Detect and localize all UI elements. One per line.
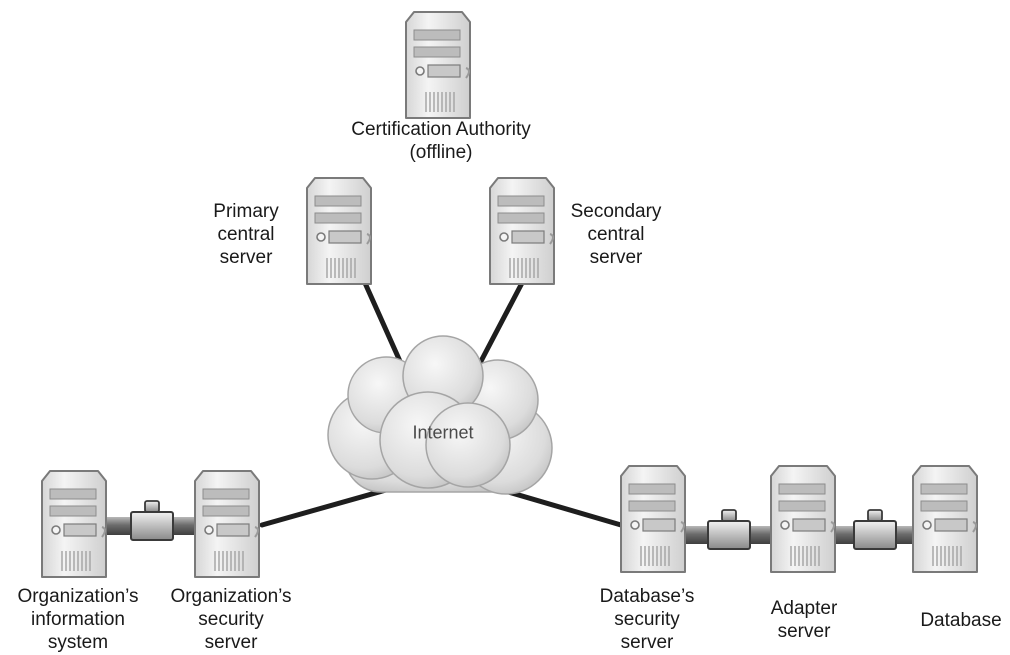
database-server-icon — [912, 465, 978, 573]
label-line: central — [217, 224, 275, 245]
adapter-server-icon — [770, 465, 836, 573]
adapter-server-label: Adapter server — [771, 597, 838, 643]
org-security-server-icon — [194, 470, 260, 578]
primary-central-server-label: Primary central server — [213, 200, 278, 269]
label-line: server — [620, 632, 674, 653]
ca-label: Certification Authority (offline) — [351, 118, 531, 164]
link-primary-internet — [362, 280, 406, 371]
label-line: information — [30, 609, 125, 630]
label-line: Certification Authority — [351, 119, 531, 140]
primary-central-server-icon — [306, 177, 372, 285]
secondary-central-server-label: Secondary central server — [571, 200, 662, 269]
label-line: Adapter — [770, 598, 838, 619]
label-line: Organization’s — [17, 586, 139, 607]
link-orgsec-internet — [259, 485, 396, 528]
db-security-server-label: Database’s security server — [600, 585, 695, 654]
org-security-server-label: Organization’s security server — [170, 585, 291, 654]
label-line: server — [777, 621, 831, 642]
secondary-central-server-icon — [489, 177, 555, 285]
label-line: security — [614, 609, 680, 630]
ca-server-icon — [405, 11, 471, 119]
internet-label: Internet — [412, 422, 474, 443]
connector-adapter-database — [853, 509, 897, 550]
label-line: Organization’s — [170, 586, 292, 607]
label-line: Primary — [213, 201, 279, 222]
link-secondary-internet — [476, 280, 525, 368]
label-line: server — [589, 247, 643, 268]
label-line: system — [47, 632, 109, 653]
label-line: Secondary — [570, 201, 662, 222]
org-information-system-label: Organization’s information system — [17, 585, 138, 654]
label-line: security — [198, 609, 264, 630]
label-line: server — [219, 247, 273, 268]
label-line: central — [587, 224, 645, 245]
connector-db-adapter — [707, 509, 751, 550]
db-security-server-icon — [620, 465, 686, 573]
internet-cloud — [327, 335, 553, 495]
label-line: Database’s — [599, 586, 695, 607]
connector-org — [130, 500, 174, 541]
label-line: server — [204, 632, 258, 653]
label-line: (offline) — [409, 142, 473, 163]
org-information-system-icon — [41, 470, 107, 578]
database-label: Database — [920, 609, 1001, 632]
label-line: Database — [920, 610, 1002, 631]
